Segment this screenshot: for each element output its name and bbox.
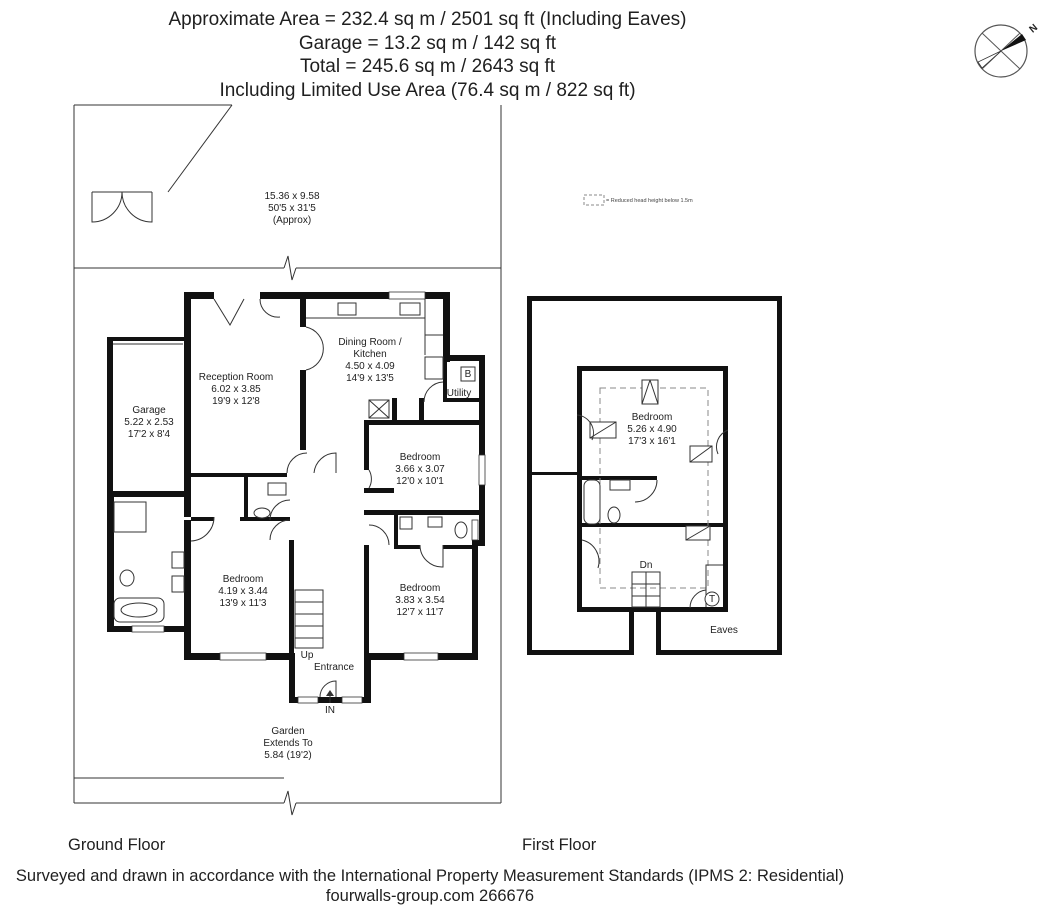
bedroom-center-name: Bedroom	[400, 452, 441, 463]
garage-name: Garage	[132, 405, 166, 416]
rear-garden-imperial: 50'5 x 31'5	[268, 203, 316, 214]
reception-imperial: 19'9 x 12'8	[212, 396, 260, 407]
ground-floor-internal-walls	[191, 292, 479, 655]
front-garden-name: Garden	[271, 726, 304, 737]
dining-name-2: Kitchen	[353, 349, 386, 360]
ground-floor-fixtures	[113, 298, 476, 703]
survey-reference: fourwalls-group.com 266676	[325, 887, 535, 905]
rear-garden: 15.36 x 9.58 50'5 x 31'5 (Approx)	[73, 104, 502, 803]
bedroom-left-name: Bedroom	[223, 574, 264, 585]
entry-marker: IN	[325, 705, 335, 716]
garage-imperial: 17'2 x 8'4	[128, 429, 171, 440]
bedroom-center-imperial: 12'0 x 10'1	[396, 476, 444, 487]
garage-metric: 5.22 x 2.53	[124, 417, 174, 428]
first-floor-label: First Floor	[522, 836, 597, 854]
ff-bedroom-metric: 5.26 x 4.90	[627, 424, 677, 435]
dining-metric: 4.50 x 4.09	[345, 361, 395, 372]
front-garden: Garden Extends To 5.84 (19'2)	[74, 726, 501, 816]
rear-garden-metric: 15.36 x 9.58	[264, 191, 319, 202]
survey-standard: Surveyed and drawn in accordance with th…	[15, 867, 845, 885]
first-floor-walls	[527, 296, 782, 655]
stairs-down-label: Dn	[640, 560, 653, 571]
ff-bedroom-name: Bedroom	[632, 412, 673, 423]
area-line-total: Total = 245.6 sq m / 2643 sq ft	[299, 56, 556, 77]
area-line-garage: Garage = 13.2 sq m / 142 sq ft	[298, 32, 557, 54]
compass-letter: N	[1027, 22, 1040, 35]
survey-footer: Surveyed and drawn in accordance with th…	[0, 866, 860, 906]
tank-label: T	[709, 594, 715, 605]
bedroom-right-imperial: 12'7 x 11'7	[396, 607, 443, 618]
reception-name: Reception Room	[199, 372, 273, 383]
ground-floor-labels: Reception Room 6.02 x 3.85 19'9 x 12'8 D…	[199, 337, 472, 716]
utility-name: Utility	[447, 388, 471, 399]
first-floor-labels: Bedroom 5.26 x 4.90 17'3 x 16'1 Dn T Eav…	[627, 412, 738, 636]
legend: = Reduced head height below 1.5m	[583, 194, 693, 206]
area-line-limited-use: Including Limited Use Area (76.4 sq m / …	[219, 79, 636, 101]
ground-floor-walls	[107, 291, 486, 704]
front-garden-size: 5.84 (19'2)	[264, 750, 312, 761]
bedroom-left-metric: 4.19 x 3.44	[218, 586, 268, 597]
reception-metric: 6.02 x 3.85	[211, 384, 261, 395]
area-summary: Approximate Area = 232.4 sq m / 2501 sq …	[80, 8, 775, 102]
entrance-label: Entrance	[314, 662, 354, 673]
boiler-label: B	[465, 369, 472, 380]
bedroom-left-imperial: 13'9 x 11'3	[219, 598, 266, 609]
garage: Garage 5.22 x 2.53 17'2 x 8'4	[107, 337, 187, 497]
ff-bedroom-imperial: 17'3 x 16'1	[628, 436, 676, 447]
stairs-up-label: Up	[301, 650, 314, 661]
dining-name-1: Dining Room /	[338, 337, 402, 348]
first-floor-fixtures	[576, 379, 729, 609]
legend-text: = Reduced head height below 1.5m	[606, 198, 693, 204]
north-compass-icon: N	[974, 22, 1040, 78]
front-garden-extends: Extends To	[263, 738, 313, 749]
eaves-label: Eaves	[710, 625, 738, 636]
bedroom-right-metric: 3.83 x 3.54	[395, 595, 445, 606]
ground-floor-label: Ground Floor	[68, 836, 166, 854]
bedroom-center-metric: 3.66 x 3.07	[395, 464, 445, 475]
dining-imperial: 14'9 x 13'5	[346, 373, 394, 384]
area-line-total-including-eaves: Approximate Area = 232.4 sq m / 2501 sq …	[168, 9, 687, 30]
bedroom-right-name: Bedroom	[400, 583, 441, 594]
rear-garden-note: (Approx)	[273, 215, 311, 226]
